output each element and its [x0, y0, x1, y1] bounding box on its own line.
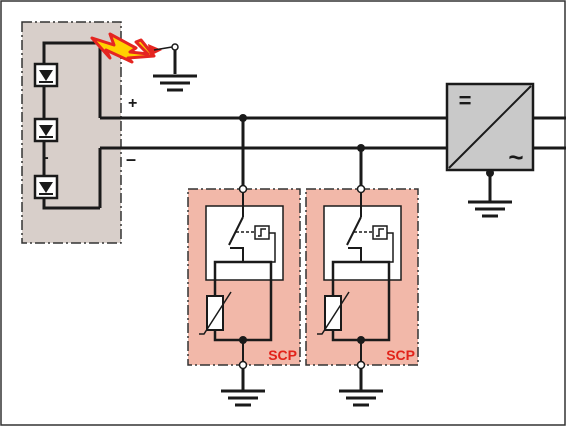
lightning-bolt-icon: [90, 32, 162, 64]
strike-wire: [153, 46, 173, 51]
ground-icon: [339, 389, 383, 407]
ground-icon: [221, 389, 265, 407]
diode-icon: [33, 117, 59, 143]
dc-symbol: =: [459, 88, 472, 113]
inverter-diagonal: [448, 85, 532, 169]
varistor-icon: [317, 291, 350, 335]
terminal: [356, 184, 366, 194]
scp-label: SCP: [386, 347, 415, 363]
terminal: [356, 360, 366, 370]
plus-label: +: [128, 95, 137, 112]
varistor-icon: [199, 291, 232, 335]
terminal: [238, 360, 248, 370]
scp-device-1: SCP: [187, 118, 301, 407]
ground-icon: [153, 74, 197, 92]
ground-icon: [468, 200, 512, 218]
scp-device-2: SCP: [305, 148, 419, 407]
terminal: [238, 184, 248, 194]
switch-icon: [346, 216, 394, 263]
inverter: = ~: [445, 82, 535, 172]
diode-icon: [33, 174, 59, 200]
diode-icon: [33, 62, 59, 88]
string-separator: -: [43, 149, 48, 166]
junction-dot: [486, 169, 494, 177]
ac-symbol: ~: [508, 142, 523, 172]
pv-string: - + –: [21, 21, 137, 244]
scp-label: SCP: [268, 347, 297, 363]
strike-terminal: [171, 43, 179, 51]
minus-label: –: [126, 149, 136, 169]
